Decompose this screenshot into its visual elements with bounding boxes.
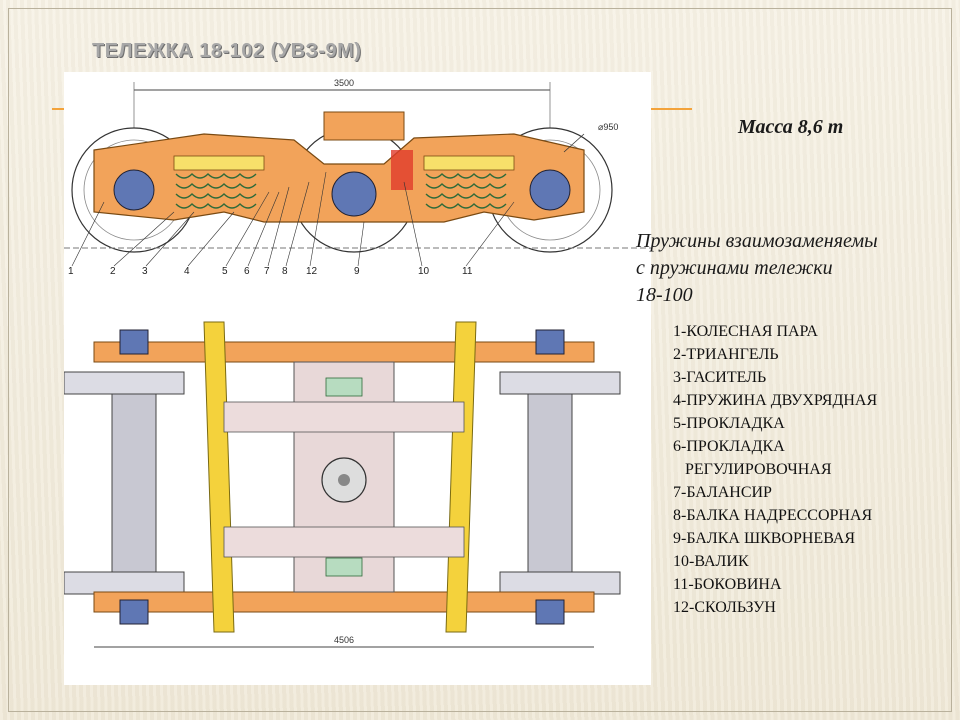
plan-wheel-br (499, 571, 621, 595)
legend-item: 1-КОЛЕСНАЯ ПАРА (673, 323, 818, 340)
parts-legend: 1-КОЛЕСНАЯ ПАРА 2-ТРИАНГЕЛЬ 3-ГАСИТЕЛЬ 4… (673, 320, 877, 619)
callout-10: 10 (418, 266, 430, 277)
side-bearing-top (325, 377, 363, 397)
legend-item: 2-ТРИАНГЕЛЬ (673, 346, 779, 363)
callout-9: 9 (354, 266, 360, 277)
plan-side-frame-bottom (93, 591, 595, 613)
spring-cap-right (423, 155, 515, 171)
spring-set-left (175, 173, 257, 209)
axle-box-center (331, 171, 377, 217)
callout-3: 3 (142, 266, 148, 277)
legend-item: 9-БАЛКА ШКВОРНЕВАЯ (673, 530, 856, 547)
callout-4: 4 (184, 266, 190, 277)
wheel-diameter-label: ⌀950 (598, 122, 618, 132)
wedge-red (391, 150, 413, 190)
legend-item: 10-ВАЛИК (673, 553, 749, 570)
plan-bearing-br (535, 599, 565, 625)
legend-item: 6-ПРОКЛАДКА (673, 438, 785, 455)
spring-set-right (425, 173, 507, 209)
slide-border (8, 8, 952, 712)
legend-item: 4-ПРУЖИНА ДВУХРЯДНАЯ (673, 392, 878, 409)
plan-bearing-tl (119, 329, 149, 355)
slide-title: ТЕЛЕЖКА 18-102 (УВЗ-9М) (92, 40, 362, 62)
mass-label: Масса 8,6 т (738, 116, 844, 138)
brake-beam-left (203, 321, 235, 633)
axle-left (111, 371, 157, 603)
callout-12: 12 (306, 266, 318, 277)
plan-wheel-tl (63, 371, 185, 395)
callout-leaders (71, 171, 515, 267)
plan-bearing-tr (535, 329, 565, 355)
legend-item: 8-БАЛКА НАДРЕССОРНАЯ (673, 507, 873, 524)
callout-6: 6 (244, 266, 250, 277)
plan-side-frame-top (93, 341, 595, 363)
king-pin (338, 474, 350, 486)
plan-wheel-tr (499, 371, 621, 395)
axle-right (527, 371, 573, 603)
bogie-drawing: 3500 ⌀950 (63, 72, 651, 685)
callout-labels: 1 2 3 4 5 6 7 8 12 9 10 11 (68, 266, 473, 277)
dim-top-label: 3500 (334, 78, 354, 88)
callout-2: 2 (110, 266, 116, 277)
plan-crossbar-top (223, 401, 465, 433)
legend-item-continuation: РЕГУЛИРОВОЧНАЯ (685, 461, 832, 478)
plan-bearing-bl (119, 599, 149, 625)
callout-1: 1 (68, 266, 74, 277)
axle-box-left (113, 169, 155, 211)
callout-5: 5 (222, 266, 228, 277)
plan-wheel-bl (63, 571, 185, 595)
wheel-diameter-leader (563, 133, 585, 153)
legend-item: 5-ПРОКЛАДКА (673, 415, 785, 432)
legend-item: 12-СКОЛЬЗУН (673, 599, 776, 616)
brake-beam-right (445, 321, 477, 633)
bolster-top (323, 111, 405, 141)
springs-note-line-2: с пружинами тележки (636, 257, 833, 279)
springs-note-line-3: 18-100 (636, 284, 693, 306)
dim-bottom-label: 4506 (334, 635, 354, 645)
axle-box-right (529, 169, 571, 211)
callout-7: 7 (264, 266, 270, 277)
legend-item: 7-БАЛАНСИР (673, 484, 772, 501)
callout-8: 8 (282, 266, 288, 277)
plan-crossbar-bottom (223, 526, 465, 558)
legend-item: 11-БОКОВИНА (673, 576, 782, 593)
springs-note: Пружины взаимозаменяемы с пружинами теле… (636, 228, 936, 309)
legend-item: 3-ГАСИТЕЛЬ (673, 369, 767, 386)
spring-cap-left (173, 155, 265, 171)
callout-11: 11 (462, 266, 473, 277)
springs-note-line-1: Пружины взаимозаменяемы (636, 230, 878, 252)
side-bearing-bottom (325, 557, 363, 577)
bogie-drawing-svg: 3500 ⌀950 (63, 78, 651, 648)
